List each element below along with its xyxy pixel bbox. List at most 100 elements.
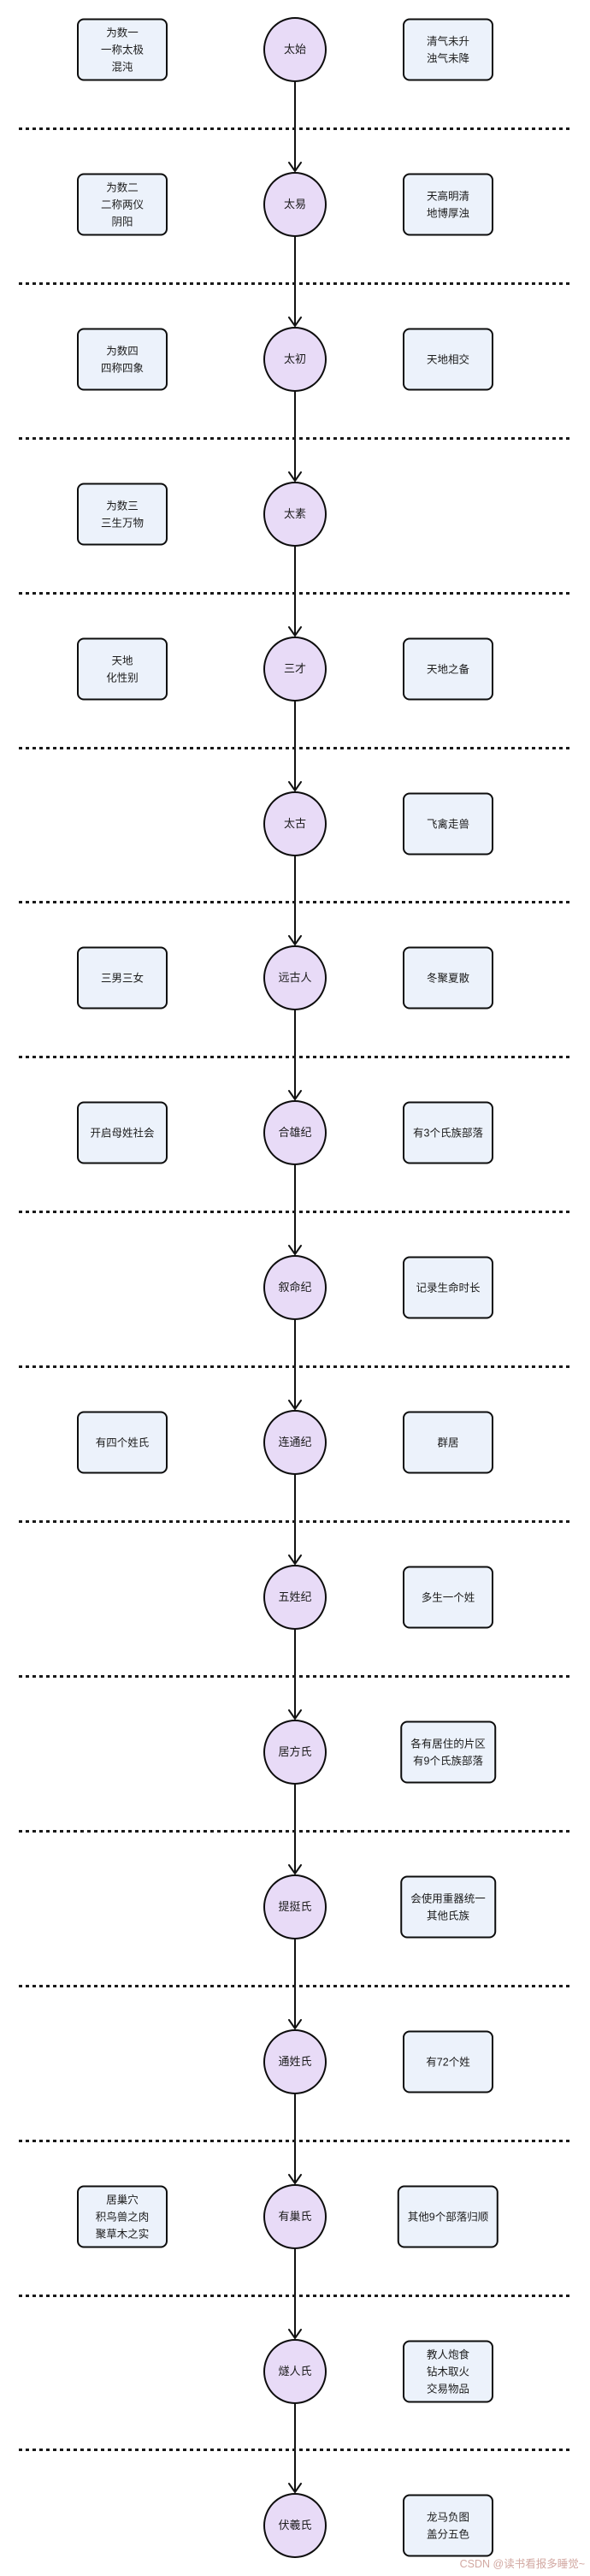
right-note-line: 龙马负图 bbox=[426, 2511, 469, 2523]
stage-node-circle: 太初 bbox=[263, 327, 327, 392]
left-note-box: 开启母姓社会 bbox=[77, 1101, 168, 1164]
stage-node-circle: 连通纪 bbox=[263, 1410, 327, 1475]
stage-node-circle: 燧人氏 bbox=[263, 2339, 327, 2404]
stage-node-label: 三才 bbox=[283, 662, 306, 675]
right-note-box: 冬聚夏散 bbox=[403, 946, 493, 1010]
right-note-line: 钻木取火 bbox=[426, 2366, 469, 2378]
stage-node-circle: 太易 bbox=[263, 172, 327, 237]
right-note-line: 冬聚夏散 bbox=[426, 972, 469, 984]
era-separator-dashed-line bbox=[19, 901, 571, 903]
era-separator-dashed-line bbox=[19, 1211, 571, 1213]
left-note-line: 为数一 bbox=[106, 27, 139, 38]
era-separator-dashed-line bbox=[19, 282, 571, 285]
right-note-box: 龙马负图盖分五色 bbox=[403, 2494, 493, 2557]
right-note-box: 会使用重器统一其他氏族 bbox=[400, 1875, 496, 1939]
right-note-line: 清气未升 bbox=[426, 35, 469, 47]
era-separator-dashed-line bbox=[19, 592, 571, 595]
right-note-box: 群居 bbox=[403, 1411, 493, 1474]
flow-arrow bbox=[288, 2403, 302, 2494]
left-note-box: 为数一一称太极混沌 bbox=[77, 18, 168, 81]
stage-node-label: 太初 bbox=[283, 352, 306, 365]
right-note-line: 多生一个姓 bbox=[421, 1591, 475, 1603]
right-note-line: 天地之备 bbox=[426, 663, 469, 675]
stage-node-circle: 太古 bbox=[263, 791, 327, 856]
stage-node-label: 连通纪 bbox=[278, 1436, 312, 1448]
era-separator-dashed-line bbox=[19, 2295, 571, 2297]
flow-arrow bbox=[288, 1939, 302, 2030]
stage-node-label: 提挺氏 bbox=[278, 1900, 312, 1913]
stage-node-label: 居方氏 bbox=[278, 1745, 312, 1758]
right-note-box: 天高明清地博厚浊 bbox=[403, 173, 493, 236]
stage-node-circle: 有巢氏 bbox=[263, 2184, 327, 2249]
right-note-box: 多生一个姓 bbox=[403, 1566, 493, 1629]
era-separator-dashed-line bbox=[19, 1675, 571, 1678]
stage-node-circle: 远古人 bbox=[263, 945, 327, 1010]
left-note-line: 积鸟兽之肉 bbox=[95, 2211, 150, 2223]
right-note-box: 天地之备 bbox=[403, 637, 493, 701]
left-note-box: 天地化性别 bbox=[77, 637, 168, 701]
stage-node-circle: 三才 bbox=[263, 637, 327, 702]
stage-node-label: 叙命纪 bbox=[278, 1281, 312, 1294]
flow-arrow bbox=[288, 81, 302, 173]
stage-node-label: 太始 bbox=[283, 43, 306, 56]
right-note-line: 地博厚浊 bbox=[426, 207, 469, 219]
left-note-line: 居巢穴 bbox=[106, 2194, 139, 2206]
right-note-line: 飞禽走兽 bbox=[426, 818, 469, 830]
right-note-line: 会使用重器统一 bbox=[410, 1892, 486, 1904]
right-note-line: 天地相交 bbox=[426, 353, 469, 365]
flow-arrow bbox=[288, 236, 302, 328]
left-note-box: 为数二二称两仪阴阳 bbox=[77, 173, 168, 236]
left-note-line: 阴阳 bbox=[111, 216, 133, 228]
flow-arrow bbox=[288, 2093, 302, 2185]
flow-arrow bbox=[288, 1629, 302, 1720]
stage-node-label: 燧人氏 bbox=[278, 2365, 312, 2378]
left-note-line: 三生万物 bbox=[100, 517, 144, 529]
flow-arrow bbox=[288, 2248, 302, 2340]
era-separator-dashed-line bbox=[19, 1985, 571, 1987]
right-note-line: 有72个姓 bbox=[426, 2056, 470, 2068]
stage-node-label: 五姓纪 bbox=[278, 1590, 312, 1603]
right-note-box: 飞禽走兽 bbox=[403, 792, 493, 856]
left-note-line: 四称四象 bbox=[100, 362, 144, 374]
flow-arrow bbox=[288, 1010, 302, 1101]
flow-arrow bbox=[288, 1474, 302, 1566]
stage-node-label: 通姓氏 bbox=[278, 2055, 312, 2068]
left-note-box: 有四个姓氏 bbox=[77, 1411, 168, 1474]
flow-arrow bbox=[288, 1319, 302, 1411]
era-separator-dashed-line bbox=[19, 437, 571, 440]
right-note-line: 有9个氏族部落 bbox=[413, 1755, 483, 1767]
stage-node-label: 远古人 bbox=[278, 971, 312, 984]
era-separator-dashed-line bbox=[19, 1365, 571, 1368]
era-separator-dashed-line bbox=[19, 1830, 571, 1833]
right-note-line: 教人炮食 bbox=[426, 2348, 469, 2360]
stage-node-circle: 伏羲氏 bbox=[263, 2493, 327, 2558]
left-note-box: 为数四四称四象 bbox=[77, 328, 168, 391]
left-note-line: 聚草木之实 bbox=[95, 2228, 150, 2240]
right-note-line: 交易物品 bbox=[426, 2383, 469, 2395]
right-note-box: 清气未升浊气未降 bbox=[403, 18, 493, 81]
era-separator-dashed-line bbox=[19, 2140, 571, 2142]
right-note-line: 各有居住的片区 bbox=[410, 1738, 486, 1750]
left-note-line: 混沌 bbox=[111, 61, 133, 73]
era-separator-dashed-line bbox=[19, 1520, 571, 1523]
left-note-line: 二称两仪 bbox=[100, 198, 144, 210]
stage-node-circle: 居方氏 bbox=[263, 1720, 327, 1785]
flow-arrow bbox=[288, 1164, 302, 1256]
right-note-line: 其他9个部落归顺 bbox=[407, 2211, 489, 2223]
right-note-line: 有3个氏族部落 bbox=[413, 1127, 483, 1139]
left-note-line: 一称太极 bbox=[100, 44, 144, 56]
watermark-text: CSDN @读书看报多睡觉~ bbox=[459, 2558, 585, 2570]
stage-node-circle: 通姓氏 bbox=[263, 2029, 327, 2094]
flow-arrow bbox=[288, 546, 302, 637]
era-separator-dashed-line bbox=[19, 1056, 571, 1058]
right-note-box: 有72个姓 bbox=[403, 2030, 493, 2093]
stage-node-label: 太古 bbox=[283, 817, 306, 830]
left-note-line: 为数二 bbox=[106, 181, 139, 193]
stage-node-label: 太素 bbox=[283, 507, 306, 520]
flow-arrow bbox=[288, 1784, 302, 1875]
stage-node-circle: 太素 bbox=[263, 482, 327, 547]
right-note-box: 各有居住的片区有9个氏族部落 bbox=[400, 1720, 496, 1784]
right-note-box: 天地相交 bbox=[403, 328, 493, 391]
stage-node-label: 伏羲氏 bbox=[278, 2519, 312, 2532]
